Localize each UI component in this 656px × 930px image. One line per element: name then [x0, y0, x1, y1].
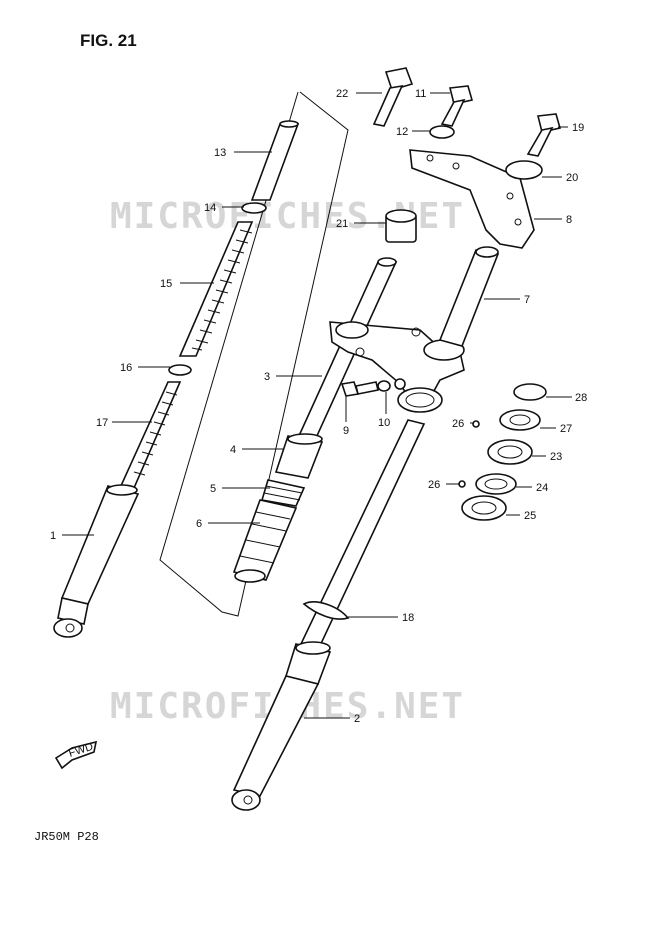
callout-20: 20	[566, 172, 578, 184]
outer-tube-1	[53, 484, 140, 638]
bolt-9	[340, 381, 379, 397]
callout-18: 18	[402, 612, 414, 624]
callout-11: 11	[415, 88, 426, 100]
assembly-frame	[159, 91, 349, 617]
callout-13: 13	[214, 147, 226, 159]
figure-title: FIG. 21	[80, 31, 137, 50]
callout-4: 4	[230, 444, 236, 456]
race-24	[475, 473, 517, 495]
spring-17	[118, 381, 182, 489]
callout-19: 19	[572, 122, 584, 134]
callout-8: 8	[566, 214, 572, 226]
callout-12: 12	[396, 126, 408, 138]
washer-20	[505, 160, 543, 180]
callout-28: 28	[575, 392, 587, 404]
washer-14	[241, 202, 267, 214]
callout-15: 15	[160, 278, 172, 290]
callout-26-top: 26	[452, 418, 464, 430]
callout-26-bottom: 26	[428, 479, 440, 491]
callout-23: 23	[550, 451, 562, 463]
washer-12	[429, 125, 455, 139]
page-code: JR50M P28	[34, 830, 99, 844]
race-27	[499, 409, 541, 431]
callout-14: 14	[204, 202, 216, 214]
callout-9: 9	[343, 425, 349, 437]
callout-1: 1	[50, 530, 56, 542]
callout-17: 17	[96, 417, 108, 429]
callout-16: 16	[120, 362, 132, 374]
bearing-23	[487, 439, 533, 465]
callout-24: 24	[536, 482, 548, 494]
inner-tube-13	[250, 120, 300, 201]
callout-5: 5	[210, 483, 216, 495]
sleeve-4	[274, 433, 324, 479]
bolt-22	[372, 67, 414, 127]
ball-26-top	[472, 420, 480, 428]
nut-10b	[394, 378, 406, 390]
washer-16	[168, 364, 192, 376]
spring-15	[178, 221, 254, 357]
bolt-19	[526, 113, 562, 157]
seal-25	[461, 495, 507, 521]
damper-6	[232, 499, 298, 583]
callout-22: 22	[336, 88, 348, 100]
fork-tube-7	[438, 246, 500, 347]
callout-21: 21	[336, 218, 348, 230]
bolt-11	[440, 85, 474, 127]
washer-10	[377, 380, 391, 392]
callout-3: 3	[264, 371, 270, 383]
callout-25: 25	[524, 510, 536, 522]
nut-28	[513, 383, 547, 401]
fwd-arrow-icon: FWD	[54, 741, 98, 770]
top-bracket-8	[409, 149, 535, 249]
callout-2: 2	[354, 713, 360, 725]
callout-6: 6	[196, 518, 202, 530]
cap-21	[385, 209, 417, 243]
callout-27: 27	[560, 423, 572, 435]
callouts: 22 11 12 19 20 8 21 13 14 15 16 17 1 7 3…	[50, 88, 587, 725]
callout-7: 7	[524, 294, 530, 306]
leader-lines	[62, 92, 572, 719]
outer-tube-2	[231, 419, 426, 811]
callout-10: 10	[378, 417, 390, 429]
bush-5	[260, 479, 306, 507]
steering-bracket-3	[329, 321, 465, 413]
